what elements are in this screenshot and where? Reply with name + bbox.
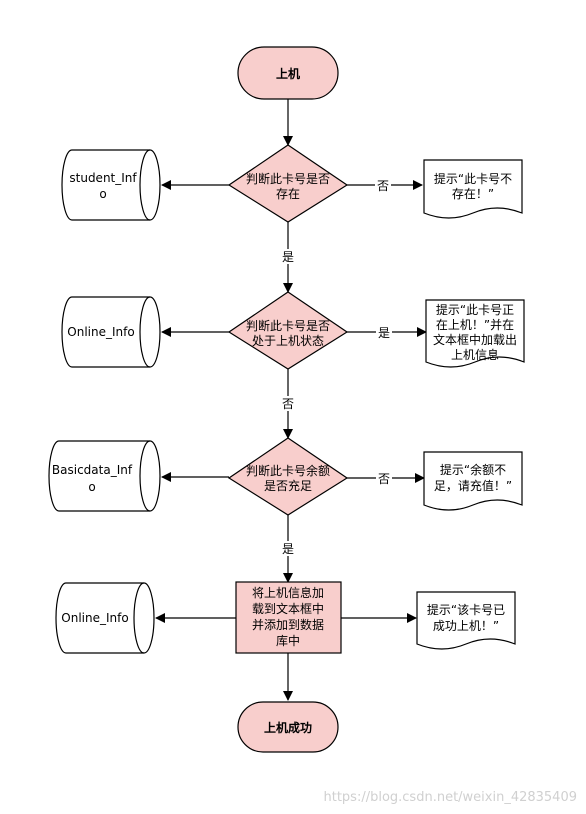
database-basicdata-info-line1: Basicdata_Inf [52,463,133,477]
document-card-online: 提示“此卡号正 在上机！”并在 文本框中加载出 上机信息 [425,299,525,368]
process-line2: 载到文本框中 [252,601,324,616]
end-terminal: 上机成功 [237,701,339,753]
document-insufficient-balance-line1: 提示“余额不 [440,462,506,477]
decision-card-exists: 判断此卡号是否 存在 [227,144,349,223]
start-terminal: 上机 [237,46,339,100]
edge-label-d3-down: 是 [282,542,294,556]
database-online-info-label: Online_Info [67,325,134,339]
decision-card-online-line1: 判断此卡号是否 [246,318,330,333]
document-card-online-line3: 文本框中加载出 [433,332,517,347]
watermark-text: https://blog.csdn.net/weixin_42835409 [323,790,577,805]
database-online-info-2: Online_Info [55,582,155,654]
start-terminal-label: 上机 [276,66,300,81]
decision-balance-line1: 判断此卡号余额 [246,463,330,478]
database-student-info: student_Inf o [61,149,161,221]
document-insufficient-balance: 提示“余额不 足，请充值！” [423,451,523,511]
document-card-online-line1: 提示“此卡号正 [436,302,514,317]
edge-label-d2-down: 否 [282,397,294,411]
decision-card-online: 判断此卡号是否 处于上机状态 [227,291,349,370]
end-terminal-label: 上机成功 [264,720,312,735]
database-online-info: Online_Info [61,296,161,368]
database-basicdata-info: Basicdata_Inf o [48,440,161,512]
process-load-info: 将上机信息加 载到文本框中 并添加到数据 库中 [235,581,342,654]
decision-balance-line2: 是否充足 [264,478,312,493]
document-card-online-line2: 在上机！”并在 [436,318,514,332]
document-insufficient-balance-line2: 足，请充值！” [434,478,512,493]
decision-balance: 判断此卡号余额 是否充足 [227,437,349,516]
document-success-line1: 提示“该卡号已 [427,602,505,617]
document-success-line2: 成功上机！” [433,619,499,633]
database-student-info-line1: student_Inf [69,171,137,185]
edge-label-d1-down: 是 [282,250,294,264]
document-success: 提示“该卡号已 成功上机！” [416,591,516,650]
process-line1: 将上机信息加 [252,585,324,600]
decision-card-online-line2: 处于上机状态 [252,334,324,348]
document-card-not-exist-line1: 提示“此卡号不 [434,171,512,186]
database-basicdata-info-line2: o [88,480,95,494]
database-online-info-2-label: Online_Info [61,611,128,625]
document-card-online-line4: 上机信息 [451,347,499,362]
process-line4: 库中 [276,633,300,648]
edge-label-d1-right: 否 [377,179,389,193]
process-line3: 并添加到数据 [252,617,324,632]
database-student-info-line2: o [99,187,106,201]
edge-label-d3-right: 否 [378,472,390,486]
edge-label-d2-right: 是 [378,326,390,340]
document-card-not-exist: 提示“此卡号不 存在！” [423,159,523,219]
document-card-not-exist-line2: 存在！” [452,187,494,201]
decision-card-exists-line1: 判断此卡号是否 [246,171,330,186]
decision-card-exists-line2: 存在 [276,187,300,201]
